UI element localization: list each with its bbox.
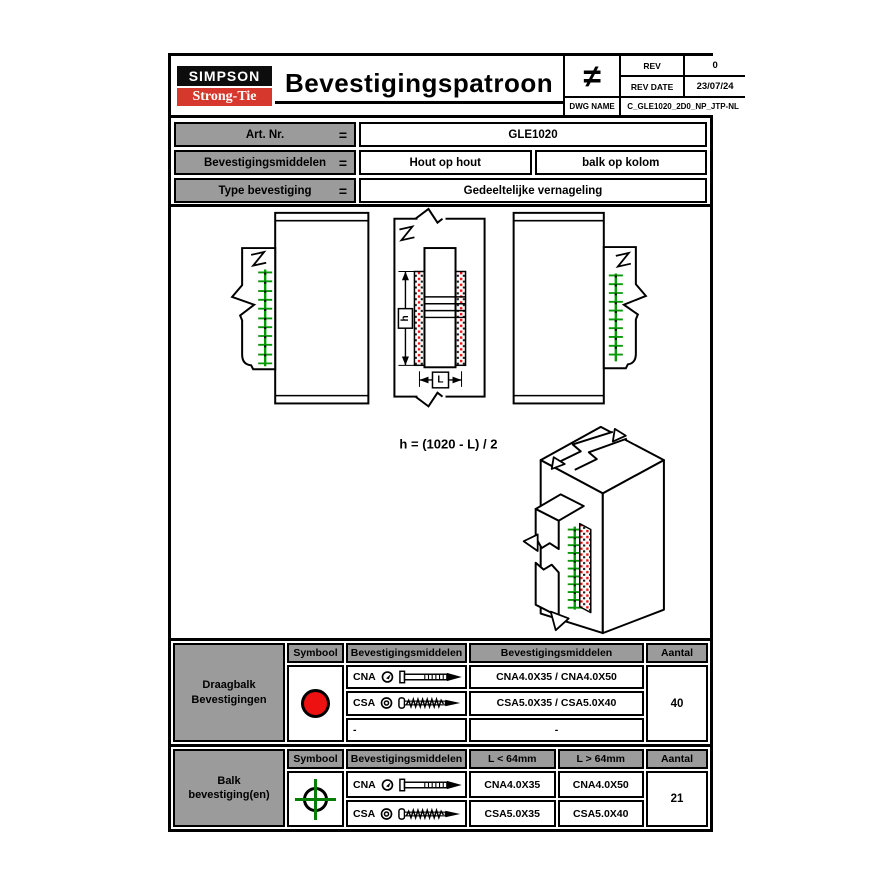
balk-table: Balk bevestiging(en) Symbool Bevestiging… (171, 744, 710, 829)
dwg-name-label: DWG NAME (565, 98, 620, 115)
nail-plate-left (413, 270, 426, 367)
height-formula: h = (1020 - L) / 2 (399, 437, 497, 452)
csa-fastener-cell: CSA (346, 691, 467, 716)
col-aantal: Aantal (646, 749, 708, 769)
type-bevestiging-label: Type bevestiging (218, 184, 312, 197)
cna-l-large: CNA4.0X50 (557, 771, 644, 798)
bevestigingsmiddelen-row: Bevestigingsmiddelen = Hout op hout balk… (174, 150, 707, 175)
screw-head-icon (380, 807, 393, 820)
type-bevestiging-row: Type bevestiging = Gedeeltelijke vernage… (174, 178, 707, 203)
logo-simpson: SIMPSON (177, 65, 272, 86)
empty-spec: - (469, 717, 644, 742)
fastener-code: CNA (353, 778, 376, 791)
draagbalk-row-label: Draagbalk Bevestigingen (173, 643, 285, 742)
fastener-code: CSA (353, 807, 376, 820)
csa-l-large: CSA5.0X40 (557, 800, 644, 827)
technical-drawing: h L (230, 207, 665, 635)
break-flap (549, 610, 570, 632)
break-symbol-icon (250, 250, 267, 268)
balk-symbol-cell (287, 771, 344, 827)
art-nr-label-cell: Art. Nr. = (174, 122, 356, 147)
screw-side-view-icon (398, 807, 461, 820)
equals-icon: = (338, 126, 347, 143)
dimension-h: h (397, 271, 417, 366)
art-nr-label: Art. Nr. (245, 128, 285, 141)
fastener-code: CNA (353, 671, 376, 684)
csa-l-small: CSA5.0X35 (469, 800, 556, 827)
red-circle-symbol-icon (301, 689, 330, 718)
balk-aantal: 21 (646, 771, 708, 827)
cna-fastener-cell: CNA (346, 665, 467, 690)
col-l-large: L > 64mm (557, 749, 644, 769)
col-symbool: Symbool (287, 643, 344, 663)
break-symbol-icon (615, 251, 632, 269)
nail-plate-right (454, 270, 467, 367)
screw-side-view-icon (398, 697, 461, 710)
nail-side-view-icon (398, 670, 462, 684)
nail-head-icon (381, 778, 394, 791)
revision-block: ≠ REV 0 REV DATE 23/07/24 DWG NAME C_GLE… (563, 56, 746, 115)
dimension-L: L (418, 371, 463, 389)
bevestigingsmiddelen-value-1: Hout op hout (359, 150, 532, 175)
nail-head-icon (381, 671, 394, 683)
isometric-view (522, 425, 665, 635)
col-l-small: L < 64mm (469, 749, 556, 769)
simpson-strongtie-logo: SIMPSON Strong-Tie (171, 56, 275, 115)
draagbalk-symbol-cell (287, 665, 344, 742)
col-symbool: Symbool (287, 749, 344, 769)
break-symbol-icon (399, 225, 415, 242)
equals-icon: = (338, 154, 347, 171)
empty-fastener-cell: - (346, 717, 467, 742)
col-aantal: Aantal (646, 643, 708, 663)
crosshair-symbol-icon (295, 778, 336, 820)
cna-spec: CNA4.0X35 / CNA4.0X50 (469, 665, 644, 690)
plan-section-view: h L (393, 207, 486, 408)
rev-value: 0 (685, 56, 746, 75)
equals-icon: = (338, 182, 347, 199)
article-info: Art. Nr. = GLE1020 Bevestigingsmiddelen … (171, 118, 710, 204)
bevestigingsmiddelen-label: Bevestigingsmiddelen (203, 156, 327, 169)
logo-strongtie: Strong-Tie (177, 87, 272, 106)
bevestigingsmiddelen-label-cell: Bevestigingsmiddelen = (174, 150, 356, 175)
drawing-sheet: SIMPSON Strong-Tie Bevestigingspatroon ≠… (168, 53, 746, 832)
technical-drawing-area: h L (171, 204, 710, 641)
page-title: Bevestigingspatroon (275, 68, 564, 104)
balk-row-label: Balk bevestiging(en) (173, 749, 285, 827)
draagbalk-aantal: 40 (646, 665, 708, 742)
dwg-name-value: C_GLE1020_2D0_NP_JTP-NL (621, 98, 746, 115)
screw-head-icon (380, 697, 393, 710)
fastener-row-left (258, 269, 273, 367)
type-bevestiging-label-cell: Type bevestiging = (174, 178, 356, 203)
fastener-code: CSA (353, 697, 376, 710)
nail-plate-isometric (579, 522, 592, 614)
title-cell: Bevestigingspatroon (275, 56, 564, 115)
not-equal-icon: ≠ (565, 56, 620, 96)
title-block: SIMPSON Strong-Tie Bevestigingspatroon ≠… (171, 56, 746, 118)
csa-fastener-cell: CSA (346, 800, 467, 827)
art-nr-row: Art. Nr. = GLE1020 (174, 122, 707, 147)
dim-h-label: h (400, 315, 411, 321)
rev-date-label: REV DATE (621, 77, 684, 96)
dim-l-label: L (437, 375, 443, 386)
csa-spec: CSA5.0X35 / CSA5.0X40 (469, 691, 644, 716)
break-flap (522, 533, 539, 552)
type-bevestiging-value: Gedeeltelijke vernageling (359, 178, 707, 203)
col-bevestigingsmiddelen-2: Bevestigingsmiddelen (469, 643, 644, 663)
bevestigingsmiddelen-value-2: balk op kolom (534, 150, 707, 175)
left-elevation-view (230, 211, 370, 405)
fastener-row-isometric (567, 526, 582, 610)
cna-l-small: CNA4.0X35 (469, 771, 556, 798)
rev-date-value: 23/07/24 (685, 77, 746, 96)
col-bevestigingsmiddelen: Bevestigingsmiddelen (346, 749, 467, 769)
right-elevation-view (512, 211, 648, 405)
rev-label: REV (621, 56, 684, 75)
fastener-row-right (608, 273, 623, 362)
nail-side-view-icon (398, 778, 462, 791)
art-nr-value: GLE1020 (359, 122, 707, 147)
draagbalk-table: Draagbalk Bevestigingen Symbool Bevestig… (171, 641, 710, 744)
col-bevestigingsmiddelen: Bevestigingsmiddelen (346, 643, 467, 663)
cna-fastener-cell: CNA (346, 771, 467, 798)
